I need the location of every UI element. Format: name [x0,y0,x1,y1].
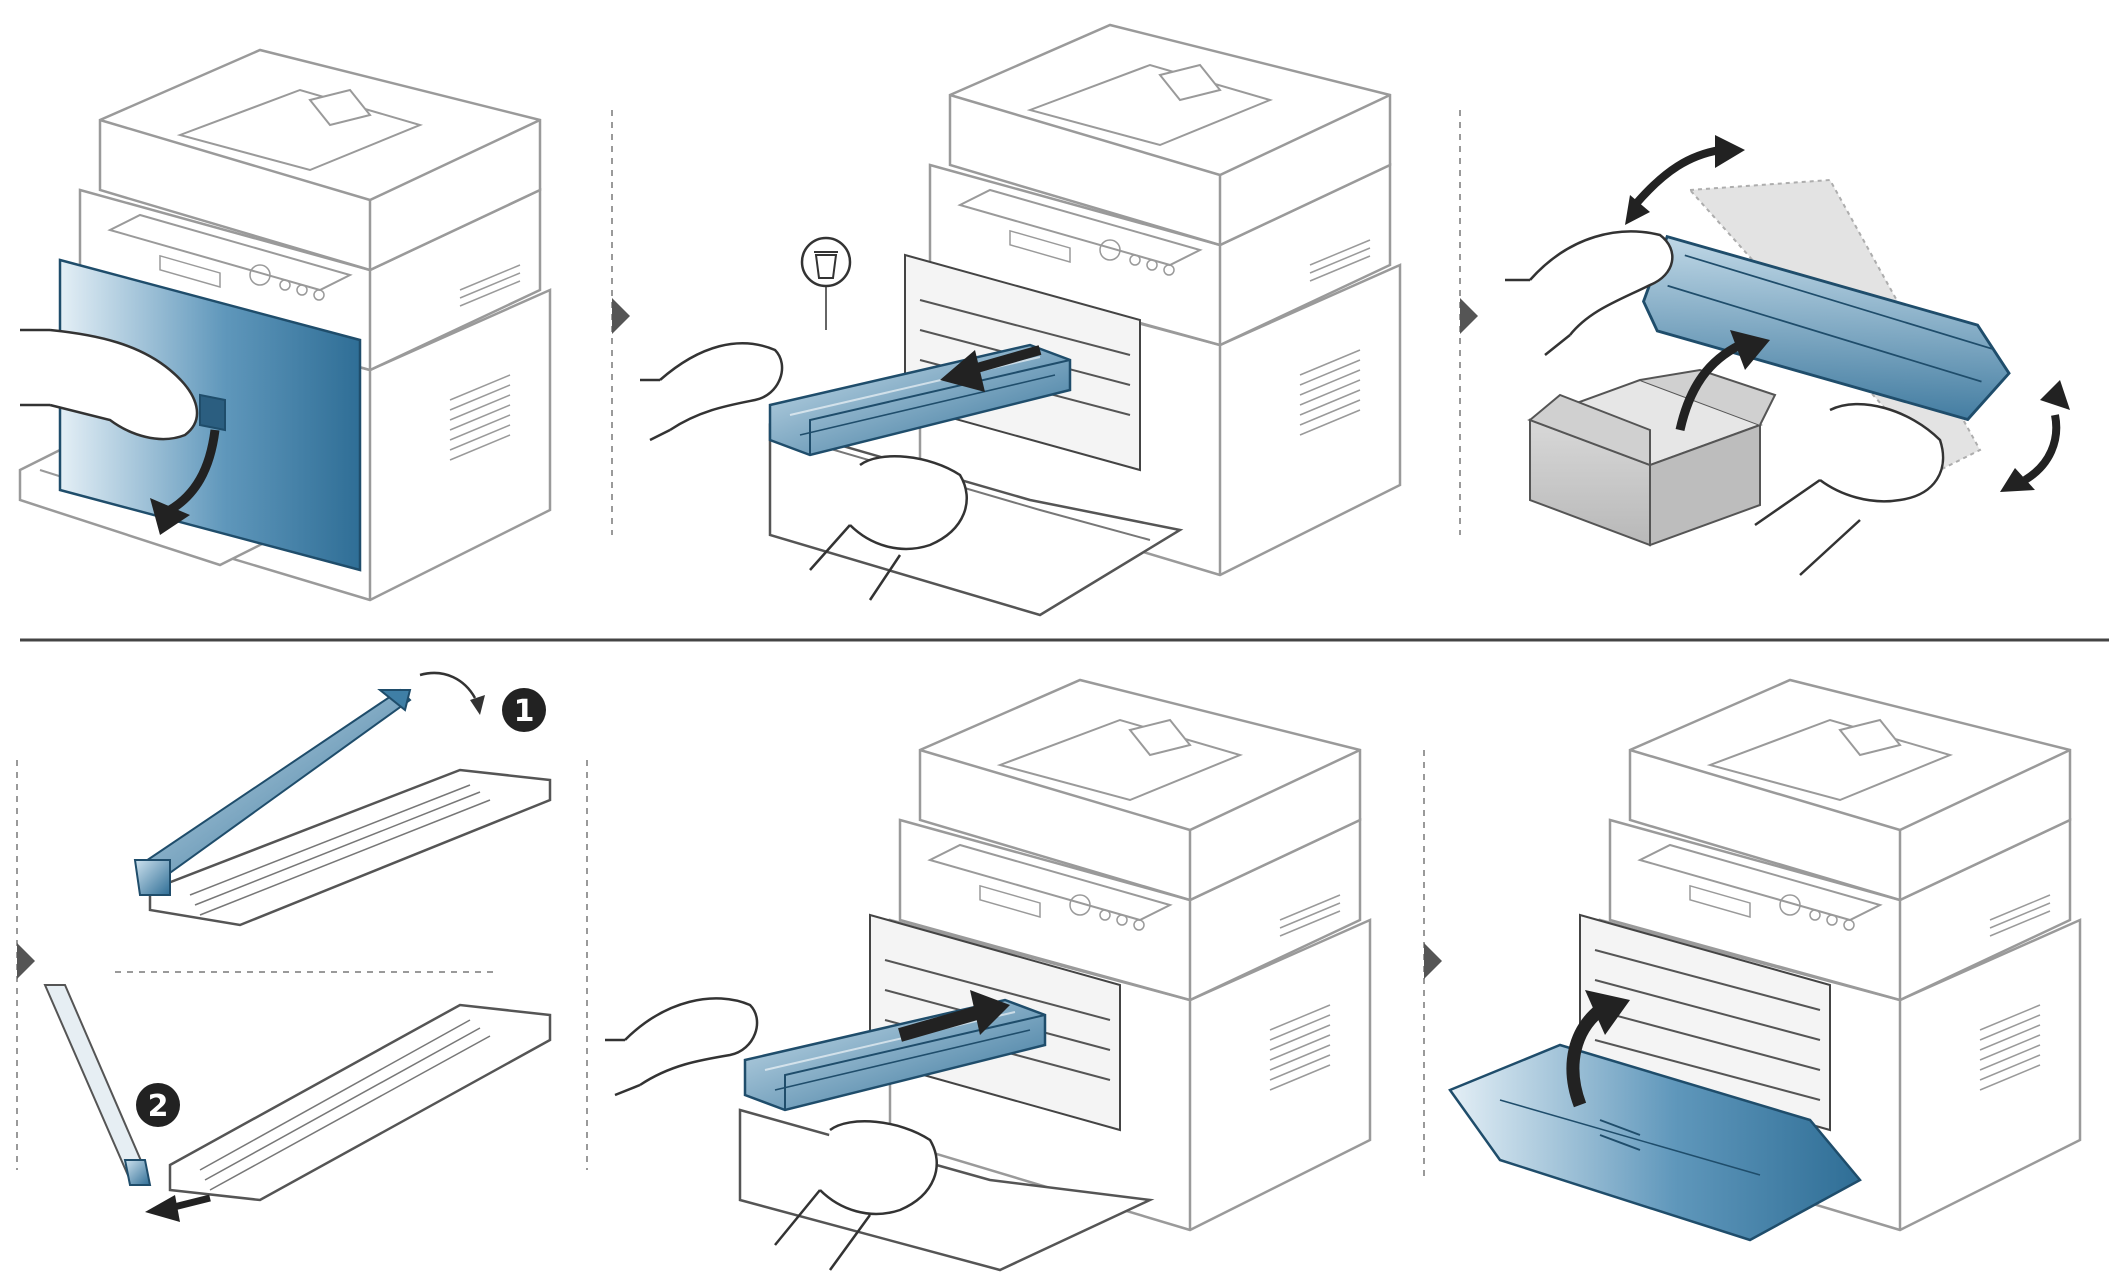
next-step-marker [17,943,35,979]
recycle-bin-icon [800,236,852,330]
step-open-front-cover [18,48,552,602]
up-arrow-icon [1566,990,1630,1108]
step-pull-out-cartridge [640,23,1402,617]
svg-text:2: 2 [148,1089,169,1124]
down-arrow-icon [150,429,220,535]
right-arrow-icon [940,345,1042,392]
next-step-marker [1460,298,1478,334]
left-arrow-icon [145,1194,211,1222]
step-unpack-and-shake-cartridge [1505,135,2070,576]
svg-text:1: 1 [514,694,535,729]
next-step-marker [612,298,630,334]
push-arrow-icon [898,990,1010,1042]
step-insert-cartridge [605,678,1372,1272]
step-remove-protective-cover: 1 2 [16,671,588,1222]
step-close-front-cover [1448,678,2082,1242]
step-marker-one: 1 [502,688,546,732]
curved-arrow-icon [419,671,477,699]
next-step-marker [1424,943,1442,979]
step-marker-two: 2 [136,1083,180,1127]
curved-arrows-icon [1625,135,2070,492]
